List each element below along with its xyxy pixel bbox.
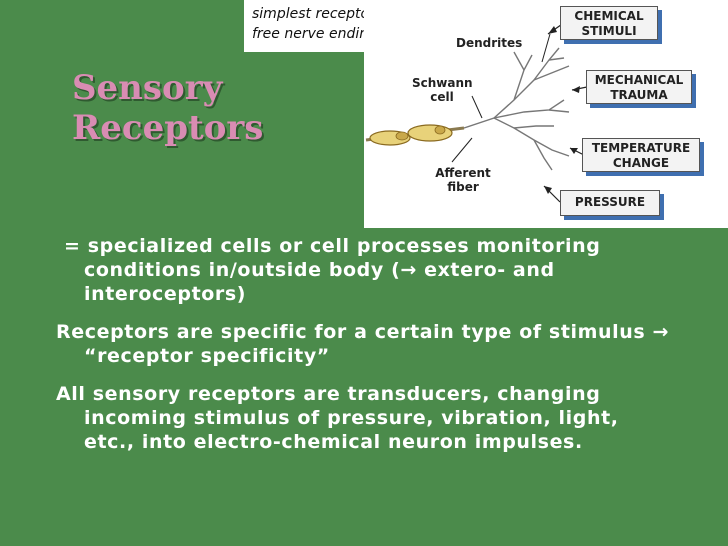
title-line-2: Receptors: [72, 108, 264, 148]
schwann-cell-label: Schwann cell: [412, 76, 473, 104]
stimulus-chemical-line-1: CHEMICAL: [574, 9, 644, 23]
slide-body: = specialized cells or cell processes mo…: [56, 234, 676, 468]
afferent-fiber-label: Afferent fiber: [430, 166, 496, 194]
specificity-paragraph: Receptors are specific for a certain typ…: [56, 321, 670, 367]
stimulus-box-pressure: PRESSURE: [560, 190, 660, 216]
afferent-line-2: fiber: [447, 180, 479, 194]
stimulus-mechanical-line-2: TRAUMA: [610, 88, 668, 102]
dendrite-branches: [463, 47, 570, 171]
caption-line-2: free nerve endings: [252, 26, 385, 42]
stimulus-temperature-line-1: TEMPERATURE: [591, 141, 691, 155]
receptor-diagram: Dendrites Schwann cell Afferent fiber CH…: [364, 0, 728, 228]
schwann-line-1: Schwann: [412, 76, 473, 90]
stimulus-box-temperature: TEMPERATURE CHANGE: [582, 138, 700, 172]
transducer-paragraph: All sensory receptors are transducers, c…: [56, 383, 619, 453]
stimulus-mechanical-line-1: MECHANICAL: [594, 73, 684, 87]
stimulus-pressure-line-1: PRESSURE: [574, 195, 646, 209]
myelin-segment-2: [407, 124, 453, 142]
afferent-line-1: Afferent: [435, 166, 491, 180]
stimulus-box-chemical: CHEMICAL STIMULI: [560, 6, 658, 40]
dendrites-label: Dendrites: [456, 36, 523, 50]
stimulus-temperature-line-2: CHANGE: [612, 156, 670, 170]
schwann-line-2: cell: [430, 90, 454, 104]
title-line-1: Sensory: [72, 68, 223, 108]
stimulus-box-mechanical: MECHANICAL TRAUMA: [586, 70, 692, 104]
stimulus-chemical-line-2: STIMULI: [581, 24, 637, 38]
nerve-ending-illustration: [365, 19, 593, 203]
definition-paragraph: = specialized cells or cell processes mo…: [64, 235, 601, 305]
slide-title: Sensory Receptors: [72, 68, 263, 148]
